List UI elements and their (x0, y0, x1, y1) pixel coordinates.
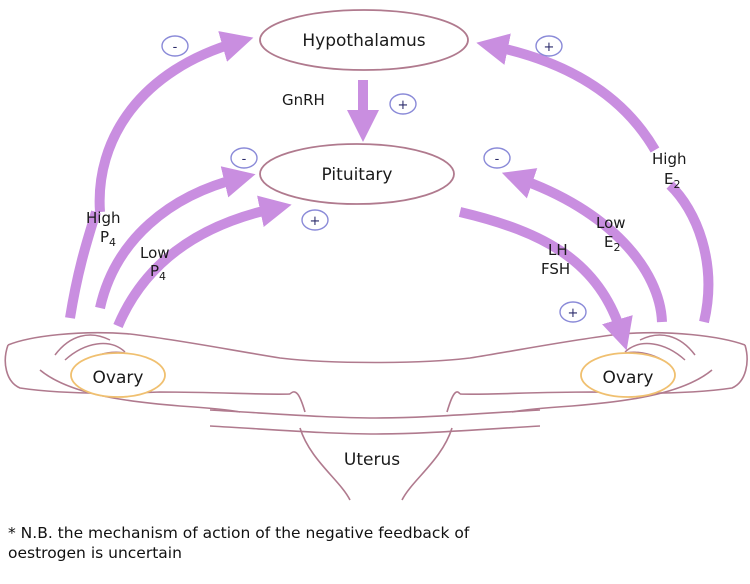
pituitary-node (259, 143, 455, 205)
ovary-right-shape (580, 352, 676, 398)
sign-low-e2: - (483, 147, 511, 169)
ovary-left-shape (70, 352, 166, 398)
ovary-left-label: Ovary (93, 368, 144, 388)
footnote-line-1: * N.B. the mechanism of action of the ne… (8, 524, 470, 542)
high-e2-label-line2: E2 (664, 170, 680, 191)
svg-text:-: - (495, 152, 500, 167)
high-p4-label-line1: High (86, 209, 120, 227)
ovary-right-label: Ovary (603, 368, 654, 388)
footnote-line-2: oestrogen is uncertain (8, 544, 182, 562)
low-e2-label-line2: E2 (604, 233, 620, 254)
sign-lh-fsh: + (559, 301, 587, 323)
low-p4-label-line2: P4 (150, 262, 166, 283)
svg-text:+: + (544, 40, 555, 55)
low-p4-label-line1: Low (140, 244, 170, 262)
svg-text:-: - (242, 152, 247, 167)
footnote: * N.B. the mechanism of action of the ne… (8, 523, 743, 563)
uterus-label: Uterus (344, 450, 400, 470)
svg-text:+: + (398, 98, 409, 113)
gnrh-label: GnRH (282, 91, 325, 109)
arrow-low-p4-outer (95, 166, 256, 310)
arrow-low-e2 (501, 168, 667, 323)
high-e2-label-line1: High (652, 150, 686, 168)
sign-high-e2: + (535, 35, 563, 57)
sign-low-p4-outer: - (230, 147, 258, 169)
arrow-high-p4-lower (65, 210, 101, 319)
svg-text:+: + (310, 214, 321, 229)
arrow-lh-fsh (458, 207, 633, 351)
lh-label: LH (548, 241, 568, 259)
fsh-label: FSH (541, 260, 570, 278)
sign-low-p4-inner: + (301, 209, 329, 231)
svg-text:+: + (568, 306, 579, 321)
sign-high-p4: - (161, 35, 189, 57)
svg-text:-: - (173, 40, 178, 55)
arrow-high-e2-upper (476, 33, 660, 153)
low-e2-label-line1: Low (596, 214, 626, 232)
pituitary-label: Pituitary (322, 165, 393, 185)
arrow-high-p4 (94, 31, 254, 213)
hypothalamus-node (259, 9, 469, 71)
hypothalamus-label: Hypothalamus (302, 31, 425, 51)
high-p4-label-line2: P4 (100, 228, 116, 249)
arrow-low-p4-inner (113, 195, 292, 328)
sign-gnrh: + (389, 93, 417, 115)
arrow-high-e2-lower (666, 181, 714, 324)
